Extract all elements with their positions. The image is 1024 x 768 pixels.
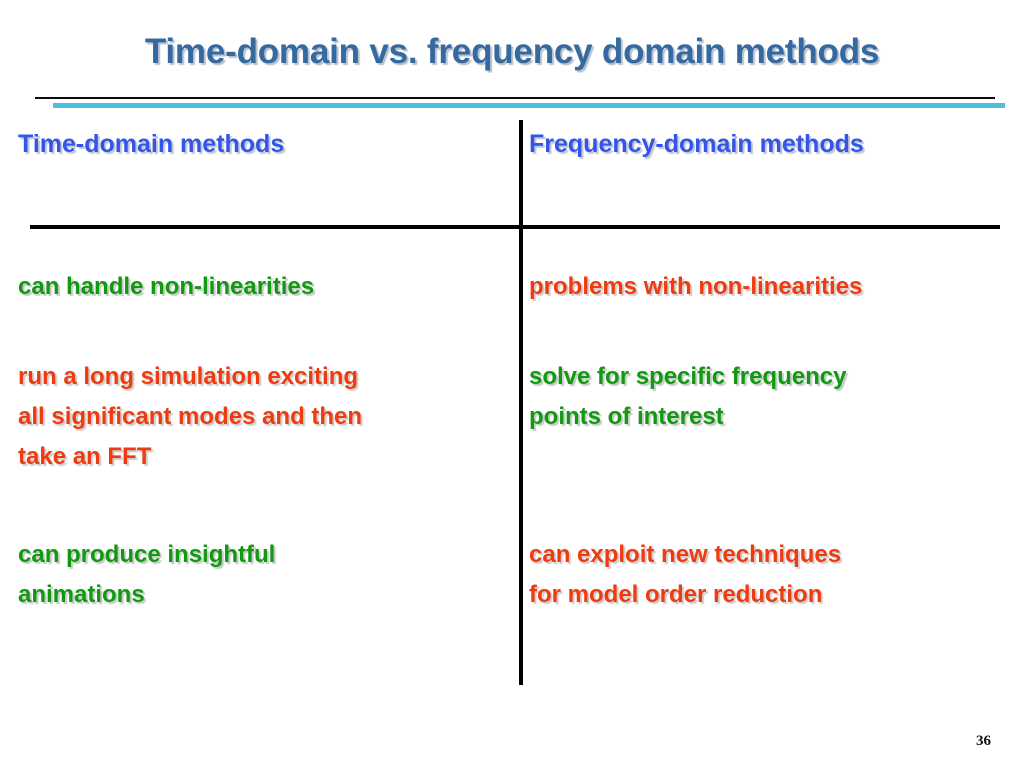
- title-rule-black-line: [35, 97, 995, 99]
- table-horizontal-divider: [30, 225, 1000, 229]
- cell-line: can exploit new techniques: [529, 541, 842, 568]
- cell-left-row-3: can produce insightful animations: [18, 535, 275, 615]
- cell-line: problems with non-linearities: [529, 273, 863, 300]
- cell-right-row-2: solve for specific frequency points of i…: [529, 357, 846, 437]
- cell-right-row-3: can exploit new techniques for model ord…: [529, 535, 841, 615]
- cell-left-row-2: run a long simulation exciting all signi…: [18, 357, 362, 477]
- title-divider-rule: [35, 97, 1005, 108]
- cell-right-row-1: problems with non-linearities: [529, 267, 862, 307]
- table-vertical-divider: [519, 120, 523, 685]
- cell-line: can produce insightful: [18, 541, 276, 568]
- page-number: 36: [976, 733, 991, 749]
- cell-line: points of interest: [529, 403, 724, 430]
- page-title: Time-domain vs. frequency domain methods: [144, 32, 880, 71]
- column-header-time-domain: Time-domain methods: [18, 130, 285, 158]
- cell-line: animations: [18, 581, 145, 608]
- title-rule-cyan-line: [53, 103, 1005, 108]
- cell-line: solve for specific frequency: [529, 363, 847, 390]
- cell-left-row-1: can handle non-linearities: [18, 267, 314, 307]
- column-header-frequency-domain: Frequency-domain methods: [529, 130, 864, 158]
- cell-line: can handle non-linearities: [18, 273, 315, 300]
- cell-line: run a long simulation exciting: [18, 363, 359, 390]
- cell-line: for model order reduction: [529, 581, 823, 608]
- cell-line: take an FFT: [18, 443, 152, 470]
- cell-line: all significant modes and then: [18, 403, 363, 430]
